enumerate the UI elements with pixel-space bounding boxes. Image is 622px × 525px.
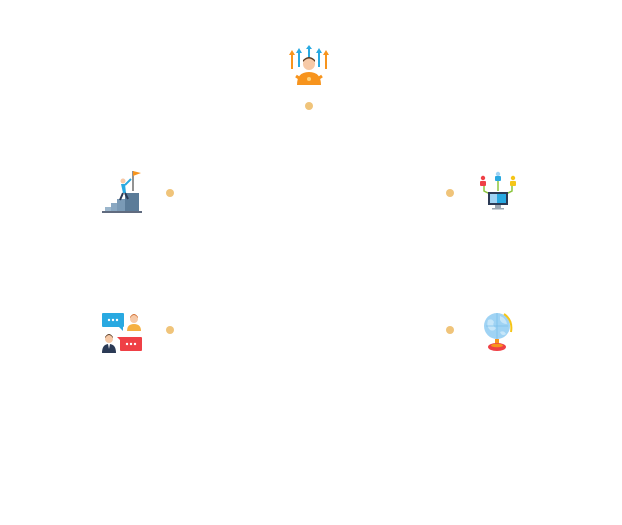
connector-dot-left-upper	[166, 189, 174, 197]
chat-people-icon	[101, 312, 143, 354]
connector-dot-right-upper	[446, 189, 454, 197]
connector-dot-right-lower	[446, 326, 454, 334]
growth-person-icon	[287, 45, 331, 85]
globe-icon	[482, 310, 514, 352]
connector-dot-left-lower	[166, 326, 174, 334]
flag-on-summit-icon	[101, 169, 143, 213]
network-computer-icon	[478, 171, 518, 211]
connector-dot-top	[305, 102, 313, 110]
